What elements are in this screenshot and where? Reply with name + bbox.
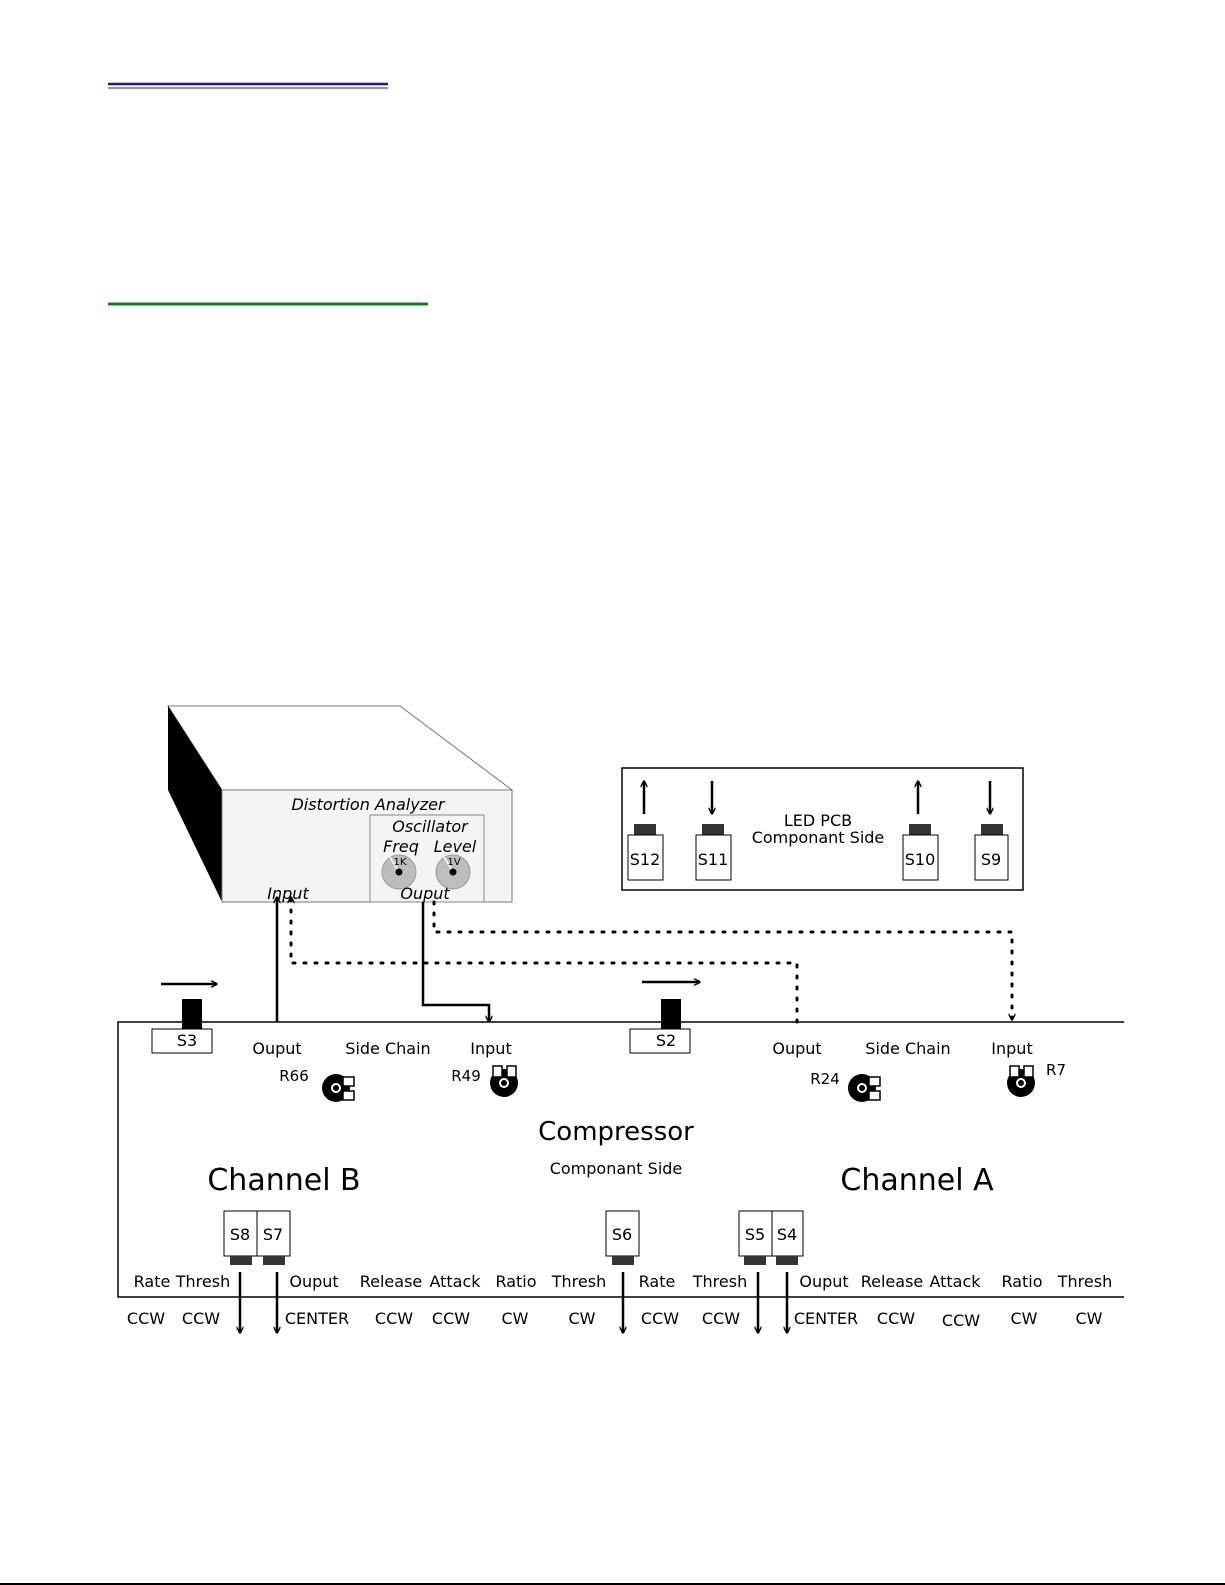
compressor-board: S3 S2 Ouput Side Chain Input Ouput Side … xyxy=(117,982,1124,1333)
analyzer-title: Distortion Analyzer xyxy=(291,795,446,814)
knob-setting: CCW xyxy=(877,1309,915,1328)
knob-setting: CCW xyxy=(702,1309,740,1328)
compressor-outline xyxy=(117,1021,1124,1298)
switch-s2[interactable]: S2 xyxy=(629,982,700,1054)
knob-label: Attack xyxy=(929,1272,981,1291)
trimmer-r7[interactable]: R7 xyxy=(1007,1061,1066,1097)
switch-s3[interactable]: S3 xyxy=(151,984,217,1054)
switch-s12[interactable]: S12 xyxy=(627,781,664,881)
analyzer-side-face xyxy=(168,706,222,902)
knob-settings-row: CCW CCW CENTER CCW CCW CW CW CCW CCW CEN… xyxy=(127,1309,1103,1330)
switch-s5-label: S5 xyxy=(745,1225,765,1244)
oscillator-panel xyxy=(369,814,485,903)
analyzer-top-face xyxy=(167,705,514,791)
switch-s8[interactable]: S8 xyxy=(223,1210,258,1333)
freq-label: Freq xyxy=(383,837,419,856)
knob-setting: CCW xyxy=(942,1311,980,1330)
switch-s5[interactable]: S5 xyxy=(738,1210,773,1333)
knob-label: Thresh xyxy=(692,1272,747,1291)
ch-a-sidechain-label: Side Chain xyxy=(865,1039,950,1058)
trimmer-r66-label: R66 xyxy=(279,1067,309,1085)
compressor-subtitle: Componant Side xyxy=(550,1159,683,1178)
knob-label: Thresh xyxy=(175,1272,230,1291)
knob-setting: CCW xyxy=(127,1309,165,1328)
knob-setting: CCW xyxy=(641,1309,679,1328)
knob-setting: CCW xyxy=(375,1309,413,1328)
wire-analyzer-output-to-r49 xyxy=(421,902,489,1022)
ch-a-output-label: Ouput xyxy=(772,1039,821,1058)
oscillator-label: Oscillator xyxy=(392,817,469,836)
level-knob[interactable]: 1V xyxy=(435,854,471,890)
led-pcb: LED PCB Componant Side S12 S11 S10 S9 xyxy=(621,767,1024,891)
switch-s6[interactable]: S6 xyxy=(605,1210,640,1333)
switch-s9-label: S9 xyxy=(981,850,1001,869)
knob-setting: CENTER xyxy=(794,1309,858,1328)
knob-setting: CW xyxy=(569,1309,596,1328)
led-pcb-title: LED PCB xyxy=(784,811,852,830)
freq-knob[interactable]: 1K xyxy=(381,854,417,890)
freq-value: 1K xyxy=(394,857,407,868)
knob-label: Thresh xyxy=(1057,1272,1112,1291)
led-pcb-subtitle: Componant Side xyxy=(752,828,885,847)
led-pcb-outline xyxy=(621,767,1024,891)
knob-label: Attack xyxy=(429,1272,481,1291)
compressor-title: Compressor xyxy=(538,1117,694,1147)
ch-b-sidechain-label: Side Chain xyxy=(345,1039,430,1058)
switch-s7-label: S7 xyxy=(263,1225,283,1244)
knob-label: Release xyxy=(861,1272,924,1291)
trimmer-r24[interactable]: R24 xyxy=(810,1070,881,1102)
knob-setting: CW xyxy=(1011,1309,1038,1328)
switch-s11-label: S11 xyxy=(698,850,729,869)
level-label: Level xyxy=(434,837,477,856)
switch-s12-label: S12 xyxy=(630,850,661,869)
knob-setting: CCW xyxy=(432,1309,470,1328)
ch-b-output-label: Ouput xyxy=(252,1039,301,1058)
trimmer-r24-label: R24 xyxy=(810,1070,840,1088)
knob-setting: CCW xyxy=(182,1309,220,1328)
knob-setting: CW xyxy=(502,1309,529,1328)
knob-label: Thresh xyxy=(551,1272,606,1291)
knob-label: Rate xyxy=(639,1272,676,1291)
knob-label: Ouput xyxy=(289,1272,338,1291)
dotted-wire-to-r7 xyxy=(432,900,1012,1022)
connections xyxy=(277,895,1012,1024)
switch-s8-label: S8 xyxy=(230,1225,250,1244)
switch-s10-label: S10 xyxy=(905,850,936,869)
knob-label: Ratio xyxy=(495,1272,536,1291)
distortion-analyzer: Distortion Analyzer Oscillator Freq Leve… xyxy=(167,705,514,903)
ch-b-input-label: Input xyxy=(470,1039,511,1058)
analyzer-output-label: Ouput xyxy=(400,884,450,903)
knob-labels-row: Rate Thresh Ouput Release Attack Ratio T… xyxy=(134,1272,1113,1291)
dotted-wire-channel-a-output xyxy=(291,895,799,1024)
knob-setting: CENTER xyxy=(285,1309,349,1328)
switch-s2-label: S2 xyxy=(656,1031,676,1050)
switch-s10[interactable]: S10 xyxy=(902,781,939,881)
switch-s6-label: S6 xyxy=(612,1225,632,1244)
knob-label: Ratio xyxy=(1001,1272,1042,1291)
knob-label: Ouput xyxy=(799,1272,848,1291)
channel-a-title: Channel A xyxy=(840,1163,994,1198)
level-value: 1V xyxy=(447,857,460,868)
switch-s11[interactable]: S11 xyxy=(695,781,732,881)
ch-a-input-label: Input xyxy=(991,1039,1032,1058)
switch-s7[interactable]: S7 xyxy=(256,1210,291,1333)
trimmer-r66[interactable]: R66 xyxy=(279,1067,355,1102)
knob-label: Release xyxy=(360,1272,423,1291)
analyzer-input-label: Input xyxy=(267,884,309,903)
switch-s3-label: S3 xyxy=(177,1031,197,1050)
trimmer-r49[interactable]: R49 xyxy=(451,1065,518,1097)
trimmer-r49-label: R49 xyxy=(451,1067,481,1085)
switch-s9[interactable]: S9 xyxy=(974,781,1009,881)
trimmer-r7-label: R7 xyxy=(1046,1061,1066,1079)
knob-setting: CW xyxy=(1076,1309,1103,1328)
switch-s4[interactable]: S4 xyxy=(771,1210,804,1333)
switch-s4-label: S4 xyxy=(777,1225,797,1244)
channel-b-title: Channel B xyxy=(207,1163,360,1198)
knob-label: Rate xyxy=(134,1272,171,1291)
